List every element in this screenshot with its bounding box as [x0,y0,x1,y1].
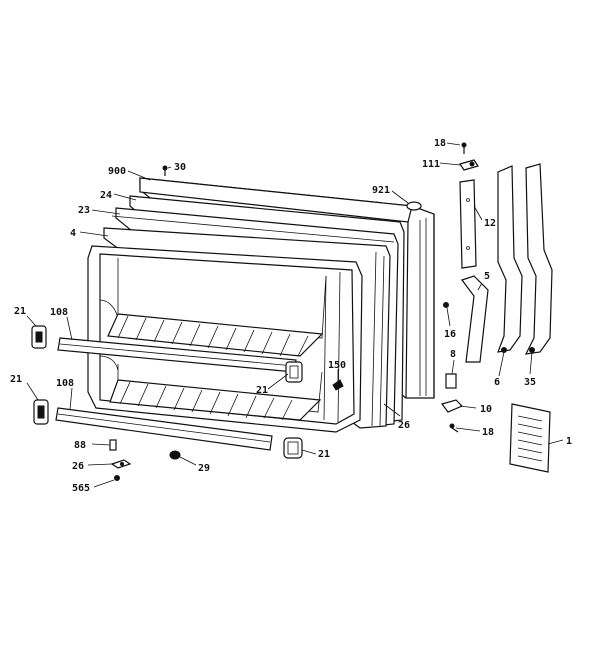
screw-565 [114,475,120,481]
callout-labels: 900 30 24 23 4 921 18 111 12 5 16 8 6 35… [10,138,572,494]
lower-shelf-bar [55,407,273,451]
callout-565: 565 [72,483,90,494]
handle-35 [524,163,553,355]
callout-23: 23 [78,205,90,216]
callout-5: 5 [484,271,490,282]
callout-4: 4 [70,228,76,239]
bracket-10 [440,399,464,413]
callout-12: 12 [484,218,496,229]
callout-18-bottom: 18 [482,427,494,438]
lower-shelf-ribs [109,379,322,421]
inner-door-liner [87,245,363,433]
callout-108-lower: 108 [56,378,74,389]
callout-900: 900 [108,166,126,177]
callout-21-bottom: 21 [318,449,330,460]
callout-108-upper: 108 [50,307,68,318]
upper-shelf-ribs [107,313,324,357]
leader-lines [26,142,564,488]
hinge-bracket-12 [459,179,477,269]
label-1-text-lines [517,415,543,462]
shelf-end-cap-lower-left [33,399,49,425]
hinge-pin-111 [459,159,479,171]
callout-21-upper-left: 21 [14,306,26,317]
callout-8: 8 [450,349,456,360]
callout-16: 16 [444,329,456,340]
part-29 [169,450,181,460]
callout-921: 921 [372,185,390,196]
callout-6: 6 [494,377,500,388]
callout-21-lower-left: 21 [10,374,22,385]
callout-21-middle: 21 [256,385,268,396]
shelf-end-cap-bottom [283,437,303,459]
hinge-5 [461,275,489,363]
label-1 [509,403,551,473]
handle-6 [497,165,523,353]
callout-35: 35 [524,377,536,388]
part-88 [109,439,117,451]
callout-88: 88 [74,440,86,451]
shelf-end-cap-upper-left [31,325,47,349]
plug-921 [406,201,422,211]
callout-18-top: 18 [434,138,446,149]
callout-26-door: 26 [398,420,410,431]
stop-8 [445,373,457,389]
screw-18-bottom [449,423,459,433]
callout-1: 1 [566,436,572,447]
callout-30: 30 [174,162,186,173]
screw-16 [443,302,449,308]
part-26-bottom [110,459,132,469]
screw-18-top [461,142,467,154]
callout-150: 150 [328,360,346,371]
callout-29: 29 [198,463,210,474]
shelf-end-cap-right [285,361,303,383]
callout-111: 111 [422,159,440,170]
callout-24: 24 [100,190,112,201]
screw-30 [162,165,168,176]
callout-26-bottom: 26 [72,461,84,472]
callout-10: 10 [480,404,492,415]
